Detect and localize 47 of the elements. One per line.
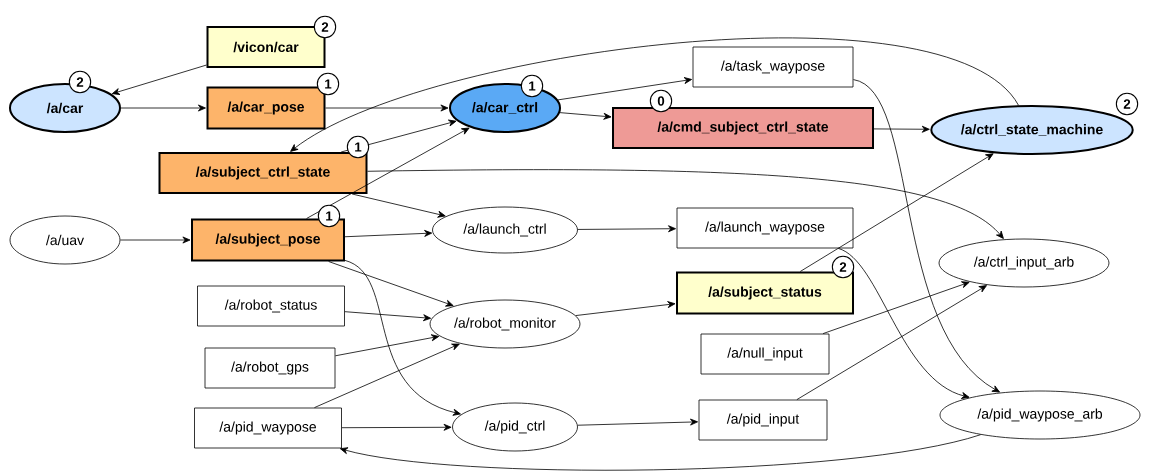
arrow	[557, 77, 692, 101]
topic-box: /a/robot_status	[197, 285, 345, 327]
arrow	[575, 301, 676, 316]
topic-box: /a/robot_gps	[204, 347, 336, 389]
topic-box: /a/null_input	[700, 333, 830, 375]
count-badge: 2	[313, 15, 337, 39]
arrow	[822, 281, 970, 334]
arrow	[837, 248, 970, 399]
arrow	[341, 423, 452, 431]
topic-box: /a/launch_waypose	[676, 207, 854, 249]
count-badge: 1	[316, 72, 340, 96]
arrow	[796, 285, 987, 400]
count-badge: 2	[68, 70, 92, 94]
count-badge: 1	[520, 74, 544, 98]
arrow	[799, 153, 994, 272]
arrow	[339, 434, 982, 471]
arrow	[335, 334, 440, 357]
arrow	[577, 225, 676, 233]
topic-box: /a/pid_input	[698, 399, 828, 441]
arrow	[325, 104, 449, 112]
arrow	[344, 260, 461, 416]
count-badge: 1	[346, 135, 370, 159]
arrow	[340, 119, 457, 153]
topic-box: /a/pid_waypose	[194, 407, 342, 449]
arrow	[853, 79, 1000, 393]
arrow	[120, 236, 191, 244]
arrow	[344, 229, 433, 238]
arrow	[351, 193, 446, 218]
arrow	[306, 127, 470, 219]
count-badge: 2	[1115, 92, 1139, 116]
arrow	[290, 37, 1019, 152]
topic-box: /a/car_pose	[206, 86, 326, 130]
arrow	[328, 261, 454, 307]
arrow	[344, 311, 432, 322]
arrow	[111, 64, 207, 95]
topic-box: /a/subject_status	[676, 271, 854, 315]
count-badge: 1	[317, 204, 341, 228]
arrow	[873, 125, 930, 133]
topic-box: /a/task_waypose	[692, 46, 854, 88]
arrow	[120, 104, 206, 112]
count-badge: 2	[831, 255, 855, 279]
arrow	[367, 169, 1004, 239]
arrow	[577, 418, 698, 426]
topic-box: /a/subject_ctrl_state	[158, 152, 368, 194]
arrow	[559, 112, 612, 120]
count-badge: 0	[649, 89, 673, 113]
topic-box: /a/cmd_subject_ctrl_state	[612, 107, 874, 149]
